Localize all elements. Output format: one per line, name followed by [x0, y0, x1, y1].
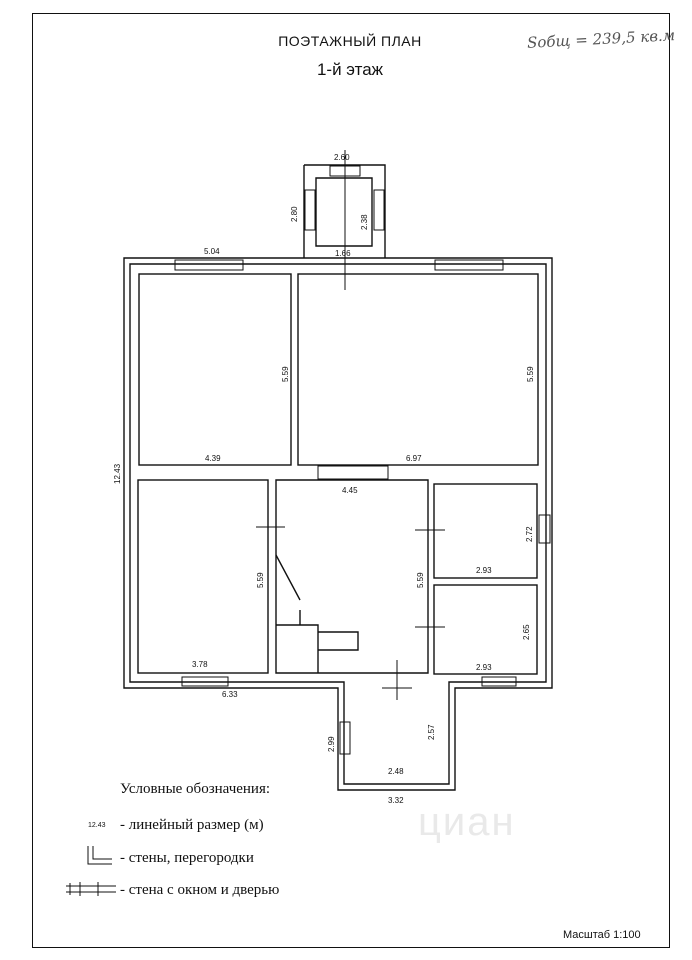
- window-e1-side: [538, 514, 551, 544]
- scale-label: Масштаб 1:100: [563, 929, 641, 941]
- room-ne: [297, 273, 539, 466]
- dim-porch-top-width: 2.60: [334, 153, 350, 162]
- floor-label: 1-й этаж: [316, 60, 384, 79]
- window-porch-bottom: [339, 721, 351, 755]
- legend-wall-symbol: [87, 846, 112, 865]
- watermark: циан: [418, 800, 516, 844]
- window-porch-right: [373, 189, 385, 231]
- plan-title: ПОЭТАЖНЫЙ ПЛАН: [278, 33, 422, 49]
- stairs: [275, 554, 359, 673]
- legend-item-dimension: - линейный размер (м): [120, 817, 264, 833]
- dim-overall-bottom: 6.33: [222, 690, 238, 699]
- legend-sample-dimension: 12.43: [88, 822, 106, 829]
- dim-porch-bottom-width-outer: 3.32: [388, 796, 404, 805]
- dim-room-sw-bottom: 3.78: [192, 660, 208, 669]
- room-sw: [137, 479, 269, 674]
- legend-title: Условные обозначения:: [120, 781, 271, 797]
- dim-room-e1-width: 2.93: [476, 566, 492, 575]
- legend-item-window-door: - стена с окном и дверью: [120, 882, 280, 898]
- window-e2-bottom: [481, 676, 517, 687]
- outer-wall: [123, 257, 553, 791]
- room-e2: [433, 584, 538, 675]
- window-sw-bottom: [181, 676, 229, 687]
- room-e1: [433, 483, 538, 579]
- dim-room-nw-bottom: 4.39: [205, 454, 221, 463]
- dim-room-e2-width: 2.93: [476, 663, 492, 672]
- window-ne-top: [434, 259, 504, 271]
- dim-hall-top: 4.45: [342, 486, 358, 495]
- dim-porch-top-door: 1.66: [335, 249, 351, 258]
- inner-wall-outline: [129, 263, 547, 785]
- hall: [275, 479, 429, 674]
- door-hall-top: [317, 465, 389, 480]
- window-nw-top: [174, 259, 244, 271]
- window-porch-left: [304, 189, 316, 231]
- drawing-frame: [32, 13, 670, 948]
- legend-window-symbol: [66, 882, 116, 896]
- porch-top-inner: [315, 177, 373, 247]
- dim-room-ne-bottom: 6.97: [406, 454, 422, 463]
- legend-item-walls: - стены, перегородки: [120, 850, 254, 866]
- porch-top: [303, 164, 386, 258]
- room-nw: [138, 273, 292, 466]
- dim-porch-bottom-width-inner: 2.48: [388, 767, 404, 776]
- dim-room-nw-top: 5.04: [204, 247, 220, 256]
